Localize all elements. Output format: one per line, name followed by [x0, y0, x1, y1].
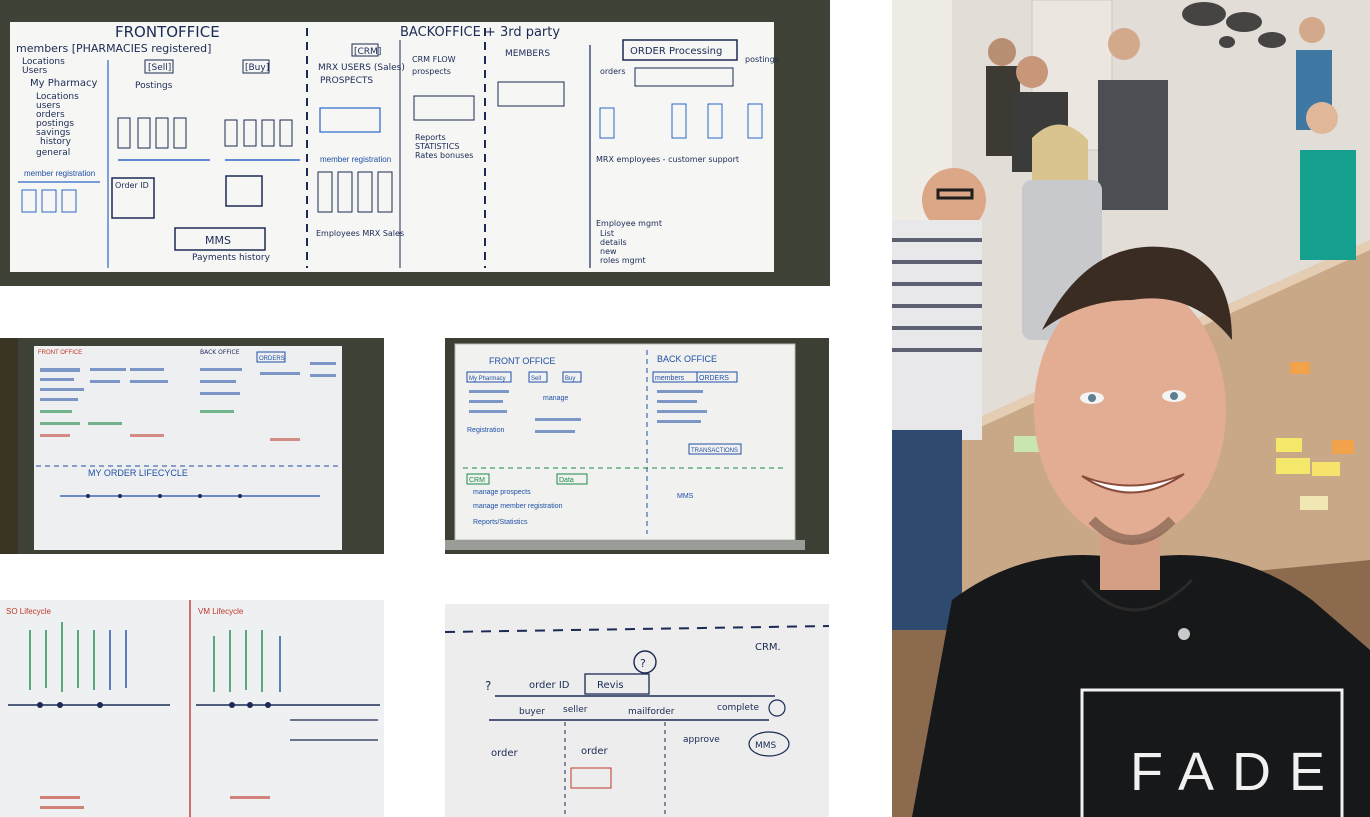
- mid-right-data: Data: [559, 477, 574, 484]
- employee-mgmt-label: Employee mgmt: [596, 219, 662, 228]
- order-label: order: [491, 748, 519, 759]
- frontoffice-whiteboard: FRONT OFFICE BACK OFFICE My Pharmacy Sel…: [445, 343, 805, 550]
- mrx-employees-support: MRX employees - customer support: [596, 155, 739, 164]
- mid-right-crm: CRM: [469, 477, 485, 484]
- vm-lifecycle-label: VM Lifecycle: [198, 607, 244, 616]
- mp-item: Locations: [36, 92, 79, 102]
- main-whiteboard: FRONTOFFICE BACKOFFICE + 3rd party membe…: [10, 22, 779, 272]
- lifecycle-whiteboard: FRONT OFFICE BACK OFFICE ORDERS MY ORDER…: [0, 338, 342, 554]
- mid-right-registration: Registration: [467, 427, 504, 434]
- mid-left-front: FRONT OFFICE: [38, 350, 82, 356]
- shirt-text: FADE: [1130, 742, 1343, 802]
- crm-label-bottom: CRM.: [755, 642, 781, 653]
- order-id-label: Order ID: [115, 181, 149, 190]
- roles-mgmt-label: roles mgmt: [600, 256, 646, 265]
- mid-right-my-pharmacy: My Pharmacy: [469, 376, 506, 382]
- mid-right-orders: ORDERS: [699, 375, 729, 382]
- so-vm-lifecycle-photo: SO Lifecycle VM Lifecycle: [0, 600, 384, 817]
- mp-item: orders: [36, 110, 65, 120]
- reports-label: Reports: [415, 133, 446, 142]
- members-line: members [PHARMACIES registered]: [16, 42, 211, 55]
- member-registration-label: member registration: [24, 169, 95, 178]
- postings-label: Postings: [135, 81, 173, 91]
- postings-r-label: postings: [745, 55, 779, 64]
- members-label: MEMBERS: [505, 49, 550, 59]
- locations-label: Locations: [22, 57, 65, 67]
- crm-flow-prospects: prospects: [412, 67, 451, 76]
- orders-r-label: orders: [600, 67, 626, 76]
- order-flow-whiteboard: CRM. ? ? order ID Revis buyer seller mai…: [445, 604, 829, 817]
- mp-item: postings: [36, 119, 74, 129]
- order-label-2: order: [581, 746, 609, 757]
- question-mark-circle: ?: [640, 657, 646, 670]
- buyer-label: buyer: [519, 707, 545, 717]
- new-label: new: [600, 247, 617, 256]
- order-flow-photo: CRM. ? ? order ID Revis buyer seller mai…: [445, 604, 829, 817]
- mp-item: history: [40, 137, 72, 147]
- payments-history-label: Payments history: [192, 253, 271, 263]
- approve-label: approve: [683, 735, 720, 745]
- so-vm-lifecycle-whiteboard: SO Lifecycle VM Lifecycle: [0, 600, 384, 817]
- mms-label: MMS: [205, 234, 231, 247]
- mid-left-back: BACK OFFICE: [200, 349, 240, 356]
- revis-label: Revis: [597, 680, 624, 691]
- mp-item: savings: [36, 128, 70, 138]
- mid-right-manage-member-reg: manage member registration: [473, 503, 563, 510]
- sell-label: [Sell]: [148, 63, 171, 73]
- mid-right-mms: MMS: [677, 493, 694, 500]
- order-id-bottom: order ID: [529, 680, 570, 691]
- mid-right-back: BACK OFFICE: [657, 354, 717, 364]
- mid-right-reports: Reports/Statistics: [473, 519, 528, 526]
- mms-bottom-label: MMS: [755, 741, 777, 751]
- seller-label: seller: [563, 705, 588, 715]
- main-whiteboard-photo: FRONTOFFICE BACKOFFICE + 3rd party membe…: [0, 0, 830, 286]
- users-label: Users: [22, 66, 48, 76]
- crm-label: [CRM]: [354, 47, 381, 57]
- frontoffice-whiteboard-photo: FRONT OFFICE BACK OFFICE My Pharmacy Sel…: [445, 338, 829, 554]
- my-pharmacy-label: My Pharmacy: [30, 78, 98, 89]
- front-office-heading: FRONTOFFICE: [115, 23, 220, 41]
- details-label: details: [600, 238, 627, 247]
- sticky-notes: [1014, 362, 1354, 510]
- mp-item: users: [36, 101, 61, 111]
- statistics-label: STATISTICS: [415, 142, 459, 151]
- mid-right-transactions: TRANSACTIONS: [691, 448, 738, 454]
- mid-right-manage-prospects: manage prospects: [473, 489, 531, 496]
- lifecycle-whiteboard-photo: FRONT OFFICE BACK OFFICE ORDERS MY ORDER…: [0, 338, 384, 554]
- mid-right-buy: Buy: [565, 376, 575, 382]
- smiley-icon: [768, 699, 786, 717]
- rates-bonuses-label: Rates bonuses: [415, 151, 473, 160]
- selfie-person: FADE: [912, 246, 1370, 817]
- mailforder-label: mailforder: [628, 707, 675, 717]
- mid-left-orders: ORDERS: [259, 356, 285, 362]
- member-registration-crm: member registration: [320, 155, 391, 164]
- team-selfie: FADE: [892, 0, 1370, 817]
- crm-flow-label: CRM FLOW: [412, 55, 456, 64]
- mid-right-sell: Sell: [531, 376, 541, 382]
- complete-label: complete: [717, 703, 760, 713]
- prospects-label: PROSPECTS: [320, 76, 373, 86]
- mp-item: general: [36, 148, 70, 158]
- mrx-users-label: MRX USERS (Sales): [318, 63, 405, 73]
- mid-right-members: members: [655, 375, 685, 382]
- list-label: List: [600, 229, 614, 238]
- mid-right-manage: manage: [543, 395, 568, 402]
- team-selfie-photo: FADE: [892, 0, 1370, 817]
- background-people: [892, 17, 1356, 630]
- buy-label: [Buy]: [245, 63, 269, 73]
- so-lifecycle-label: SO Lifecycle: [6, 607, 51, 616]
- mid-right-front: FRONT OFFICE: [489, 356, 555, 366]
- order-processing-label: ORDER Processing: [630, 46, 722, 57]
- question-mark: ?: [485, 679, 491, 693]
- world-map-decal: [1182, 2, 1286, 48]
- my-order-lifecycle: MY ORDER LIFECYCLE: [88, 468, 188, 478]
- employees-mrx-sales: Employees MRX Sales: [316, 229, 404, 238]
- back-office-heading: BACKOFFICE + 3rd party: [400, 25, 560, 40]
